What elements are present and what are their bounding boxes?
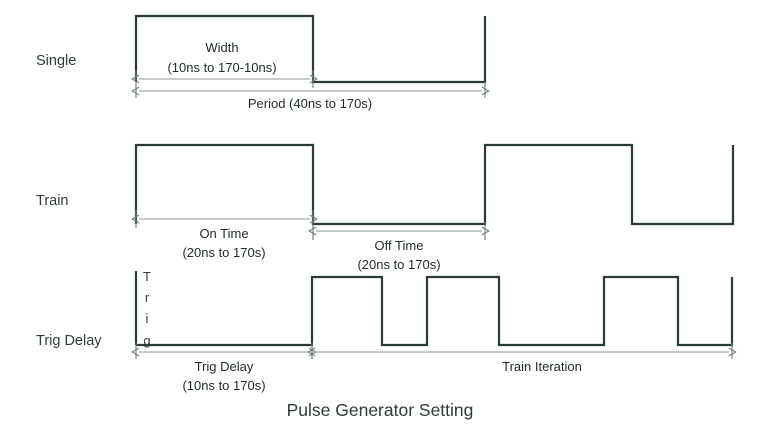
row-label-train: Train: [36, 193, 69, 209]
dimension-off-time-label-line2: (20ns to 170s): [357, 257, 440, 272]
dimension-on-time-label-line1: On Time: [199, 226, 248, 241]
dimension-train-iteration: [307, 343, 737, 359]
dimension-train-iteration-label: Train Iteration: [502, 359, 582, 374]
dimension-period-label: Period (40ns to 170s): [248, 96, 372, 111]
waveform-trig-delay: [136, 275, 734, 347]
row-label-trig-delay: Trig Delay: [36, 333, 102, 349]
trig-letter-g: g: [143, 333, 150, 348]
trig-letter-i: i: [146, 311, 149, 326]
dimension-width-label-line2: (10ns to 170-10ns): [167, 60, 276, 75]
waveform-train: [134, 143, 735, 226]
row-label-single: Single: [36, 53, 76, 69]
trig-axis-letters: T r i g: [143, 269, 151, 348]
dimension-width-label-line1: Width: [205, 40, 238, 55]
trig-letter-r: r: [145, 290, 150, 305]
dimension-off-time: [308, 222, 490, 240]
diagram-caption: Pulse Generator Setting: [287, 400, 474, 420]
dimension-off-time-label-line1: Off Time: [375, 238, 424, 253]
dimension-trig-delay-label-line2: (10ns to 170s): [182, 378, 265, 393]
trig-letter-t: T: [143, 269, 151, 284]
dimension-on-time-label-line2: (20ns to 170s): [182, 245, 265, 260]
waveform-single: [134, 14, 487, 84]
dimension-period: [131, 82, 490, 98]
dimension-trig-delay-label-line1: Trig Delay: [195, 359, 254, 374]
